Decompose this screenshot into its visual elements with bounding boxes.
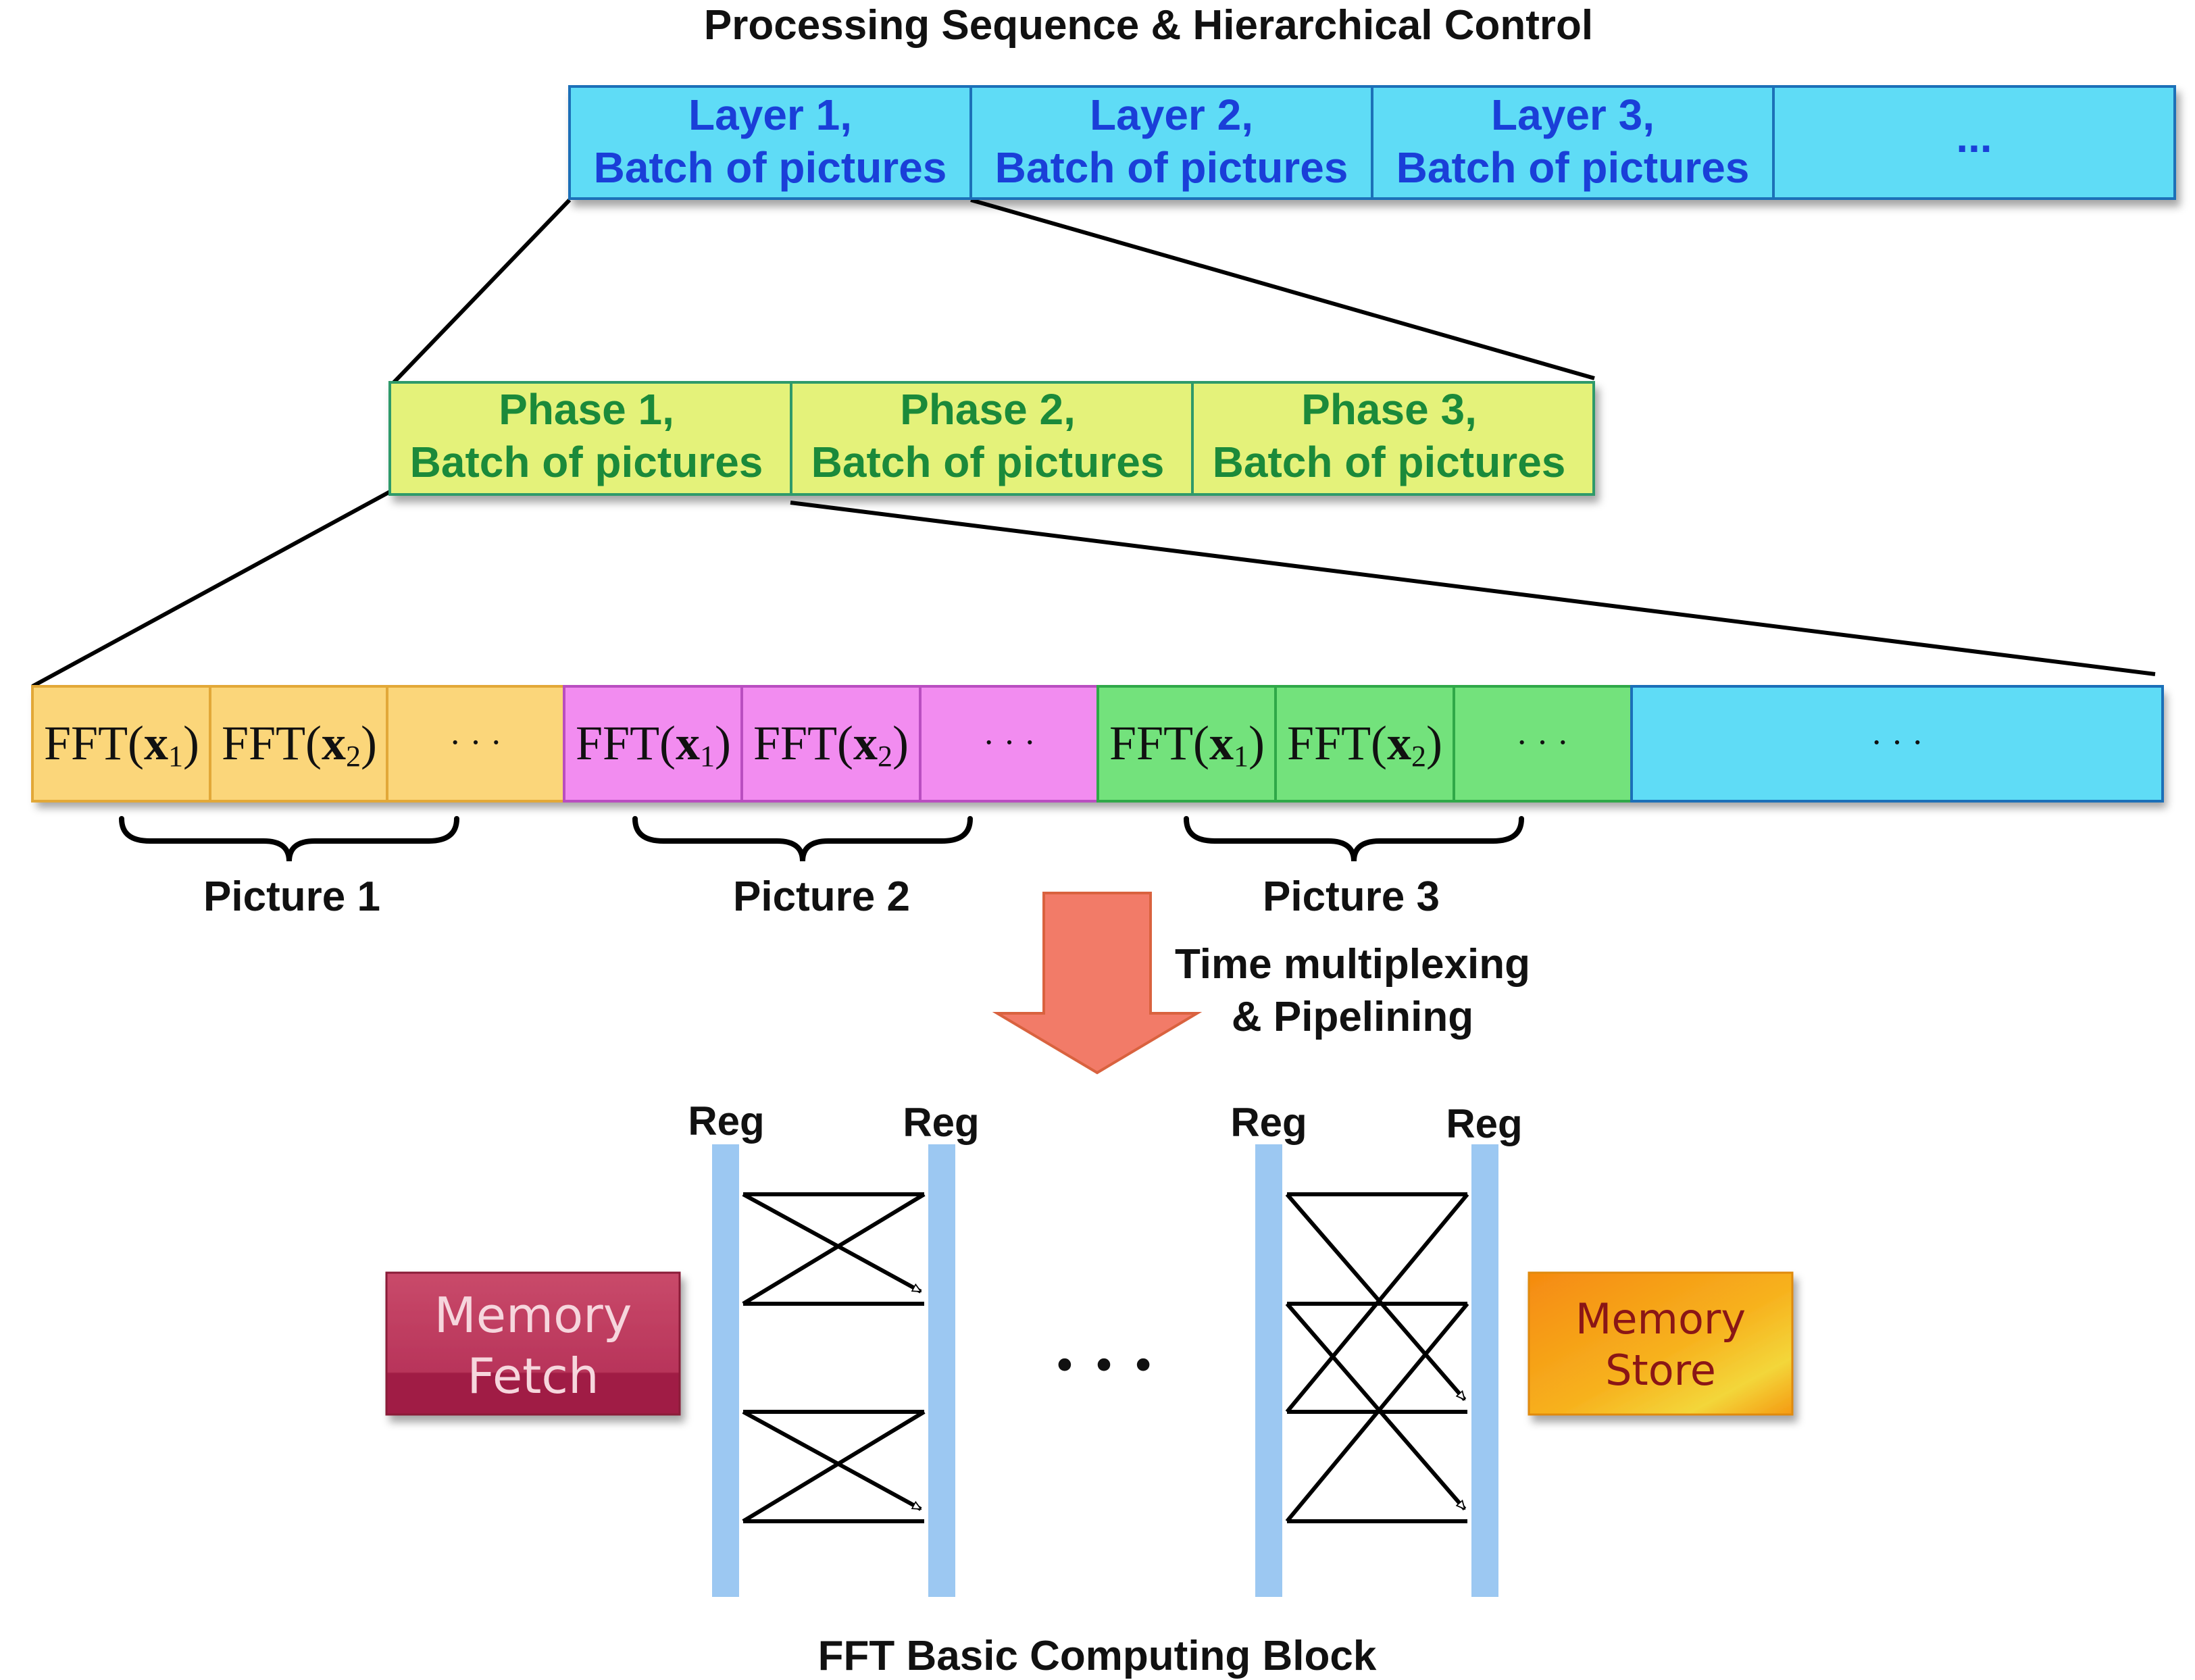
register-bar-2	[928, 1144, 955, 1597]
fft-block-caption: FFT Basic Computing Block	[818, 1633, 1377, 1679]
fft-label-picture-3-x2: FFT(x2)	[1287, 716, 1442, 773]
zoom-line-layer-left	[392, 198, 572, 384]
layer-row	[568, 85, 2176, 200]
butterfly-stage-n	[1285, 1192, 1469, 1523]
memory-store-line1: Memory	[1575, 1294, 1746, 1344]
picture-braces	[119, 816, 1524, 862]
layer-2-subtitle: Batch of pictures	[995, 143, 1348, 192]
picture-2-segment	[564, 686, 1098, 801]
zoom-line-phase-left	[31, 490, 391, 688]
layer-1-subtitle: Batch of pictures	[594, 143, 947, 192]
fft-label-picture-2-x1: FFT(x1)	[576, 716, 731, 773]
phase-2-subtitle: Batch of pictures	[811, 438, 1165, 486]
picture-2-label: Picture 2	[733, 873, 910, 920]
register-bar-1	[712, 1144, 739, 1597]
fft-ellipsis-picture-1: · · ·	[449, 723, 502, 762]
picture-1-segment	[32, 686, 564, 801]
reg-label-1: Reg	[688, 1098, 764, 1144]
remaining-segment	[1632, 686, 2163, 801]
layer-2-title: Layer 2,	[1090, 91, 1253, 139]
stage-ellipsis: • • •	[1052, 1342, 1156, 1392]
phase-row-bg	[388, 381, 1595, 496]
register-bar-3	[1255, 1144, 1282, 1597]
arrow-label-line1: Time multiplexing	[1175, 941, 1530, 988]
reg-label-3: Reg	[1230, 1100, 1307, 1145]
down-arrow	[992, 892, 1203, 1075]
picture-1-label: Picture 1	[203, 873, 380, 920]
fft-label-picture-3-x1: FFT(x1)	[1109, 716, 1265, 773]
layer-more-ellipsis: ...	[1956, 113, 1992, 161]
memory-fetch-box	[385, 1271, 681, 1416]
memory-fetch-line2: Fetch	[467, 1348, 599, 1404]
memory-store-line2: Store	[1605, 1346, 1716, 1395]
picture-3-segment	[1098, 686, 1632, 801]
phase-row	[388, 381, 1595, 496]
picture-3-label: Picture 3	[1263, 873, 1440, 920]
layer-3-title: Layer 3,	[1491, 91, 1655, 139]
reg-label-2: Reg	[903, 1100, 979, 1145]
zoom-lines	[31, 198, 2156, 688]
fft-label-picture-1-x2: FFT(x2)	[222, 716, 377, 773]
phase-3-subtitle: Batch of pictures	[1213, 438, 1566, 486]
brace-picture-1	[119, 816, 459, 862]
diagram-title: Processing Sequence & Hierarchical Contr…	[704, 2, 1593, 49]
register-bar-4	[1471, 1144, 1498, 1597]
zoom-line-phase-right	[790, 501, 2156, 676]
fft-ellipsis-picture-2: · · ·	[983, 723, 1036, 762]
layer-3-subtitle: Batch of pictures	[1396, 143, 1750, 192]
reg-label-4: Reg	[1446, 1101, 1522, 1146]
fft-ellipsis-remaining: · · ·	[1871, 723, 1923, 762]
phase-3-title: Phase 3,	[1301, 385, 1477, 434]
memory-fetch-block	[385, 1271, 681, 1416]
arrow-label-line2: & Pipelining	[1232, 994, 1473, 1040]
butterfly-stage-1	[742, 1192, 926, 1523]
memory-store-block	[1528, 1271, 1794, 1416]
fft-row	[32, 686, 2163, 801]
phase-1-title: Phase 1,	[499, 385, 674, 434]
brace-picture-2	[632, 816, 973, 862]
fft-label-picture-2-x2: FFT(x2)	[753, 716, 909, 773]
memory-fetch-line1: Memory	[434, 1287, 632, 1344]
memory-store-box	[1528, 1271, 1794, 1416]
brace-picture-3	[1184, 816, 1524, 862]
registers	[712, 1144, 1498, 1597]
fft-ellipsis-picture-3: · · ·	[1516, 723, 1569, 762]
phase-2-title: Phase 2,	[900, 385, 1076, 434]
fft-row-borders	[31, 685, 2164, 803]
phase-1-subtitle: Batch of pictures	[410, 438, 763, 486]
zoom-line-layer-right	[970, 198, 1595, 380]
layer-1-title: Layer 1,	[688, 91, 852, 139]
fft-label-picture-1-x1: FFT(x1)	[44, 716, 199, 773]
